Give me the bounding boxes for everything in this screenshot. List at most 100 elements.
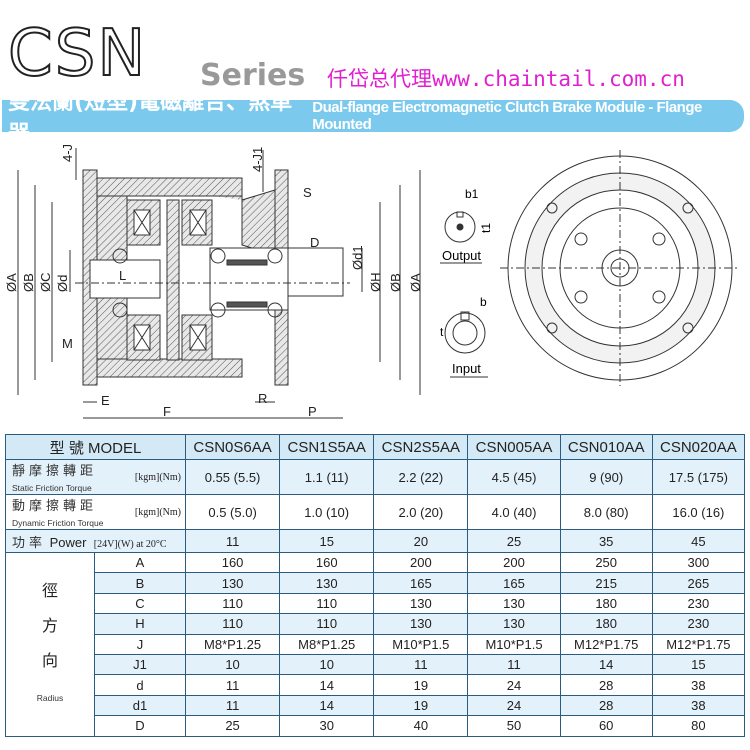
dim-value: 28: [559, 674, 653, 696]
dim-value: M12*P1.75: [559, 633, 653, 655]
static-value: 2.2 (22): [373, 459, 469, 495]
static-value: 9 (90): [559, 459, 653, 495]
dim-value: 230: [651, 613, 746, 635]
dim-value: 60: [559, 715, 653, 737]
dim-key: J1: [94, 653, 186, 676]
model-header: 型 號 MODEL: [5, 434, 186, 460]
series-label: Series: [200, 58, 306, 93]
dim-value: 180: [559, 613, 653, 635]
dim-value: 160: [184, 551, 281, 574]
label-t1: t1: [479, 223, 493, 233]
dim-key: H: [94, 613, 186, 635]
dim-value: 19: [373, 674, 469, 696]
dim-value: M12*P1.75: [651, 633, 746, 655]
dim-value: 28: [559, 694, 653, 717]
agent-text: 仟岱总代理www.chaintail.com.cn: [327, 67, 685, 91]
dim-value: 250: [559, 551, 653, 574]
dynamic-value: 8.0 (80): [559, 494, 653, 530]
label-4j1: 4-J1: [250, 147, 265, 172]
model-name: CSN0S6AA: [184, 434, 281, 460]
label-b1: b1: [465, 187, 479, 201]
output-key-view: [440, 211, 482, 264]
dim-value: 10: [279, 653, 375, 676]
dim-value: 15: [651, 653, 746, 676]
dynamic-value: 0.5 (5.0): [184, 494, 281, 530]
label-d1: Ød1: [350, 245, 365, 270]
static-unit: [kgm](Nm): [134, 471, 181, 483]
radius-zh-char: 徑: [41, 582, 58, 600]
dim-value: 165: [467, 572, 561, 594]
label-4j: 4-J: [60, 144, 75, 162]
dim-value: 30: [279, 715, 375, 737]
dim-value: 130: [279, 572, 375, 594]
dim-value: 130: [373, 613, 469, 635]
input-label: Input: [452, 361, 481, 376]
label-l: L: [119, 268, 126, 283]
static-zh: 靜摩擦轉距: [12, 463, 98, 478]
dim-value: 19: [373, 694, 469, 717]
technical-drawing: 4-J 4-J1 S D Ød1 ØA ØB ØC Ød L ØH ØB ØA …: [4, 144, 740, 419]
dim-value: 130: [373, 592, 469, 615]
label-d-bore: Ød: [55, 275, 70, 292]
title-banner: 雙法蘭(短型)電磁離合、煞車器 Dual-flange Electromagne…: [2, 90, 744, 147]
power-en: Power: [49, 534, 87, 550]
dim-value: 40: [373, 715, 469, 737]
dim-key: A: [94, 551, 186, 574]
label-p: P: [308, 404, 317, 419]
dim-value: 200: [467, 551, 561, 574]
dim-value: M8*P1.25: [184, 633, 281, 655]
dim-value: 24: [467, 674, 561, 696]
model-name: CSN020AA: [651, 434, 746, 460]
dim-value: 25: [184, 715, 281, 737]
static-value: 0.55 (5.5): [184, 459, 281, 495]
power-unit: [24V](W) at 20°C: [93, 538, 167, 550]
dim-value: 130: [467, 613, 561, 635]
power-value: 25: [467, 529, 561, 553]
dim-value: M8*P1.25: [279, 633, 375, 655]
static-value: 17.5 (175): [651, 459, 746, 495]
model-name: CSN010AA: [559, 434, 653, 460]
label-r: R: [258, 391, 267, 406]
static-value: 4.5 (45): [467, 459, 561, 495]
dim-key: B: [94, 572, 186, 594]
dim-value: 38: [651, 694, 746, 717]
radius-zh-char: 方: [41, 617, 58, 635]
dim-value: 165: [373, 572, 469, 594]
input-key-view: [444, 311, 488, 378]
dim-value: M10*P1.5: [373, 633, 469, 655]
dynamic-value: 1.0 (10): [279, 494, 375, 530]
title-zh: 雙法蘭(短型)電磁離合、煞車器: [8, 90, 293, 147]
dim-value: 230: [651, 592, 746, 615]
dim-value: 38: [651, 674, 746, 696]
dim-key: d: [94, 674, 186, 696]
label-b-right: ØB: [388, 273, 403, 292]
dim-value: 160: [279, 551, 375, 574]
dim-value: 265: [651, 572, 746, 594]
dim-value: 130: [467, 592, 561, 615]
power-value: 11: [184, 529, 281, 553]
label-e: E: [101, 393, 110, 408]
dim-value: 110: [184, 592, 281, 615]
label-a-left: ØA: [4, 273, 19, 292]
label-b: b: [480, 295, 487, 309]
label-b-left: ØB: [21, 273, 36, 292]
dim-key: C: [94, 592, 186, 615]
dim-value: 110: [184, 613, 281, 635]
model-name: CSN005AA: [467, 434, 561, 460]
radius-en: Radius: [36, 693, 64, 704]
csn-logo: CSN: [7, 17, 148, 91]
dim-value: M10*P1.5: [467, 633, 561, 655]
model-name: CSN2S5AA: [373, 434, 469, 460]
label-h: ØH: [368, 273, 383, 293]
power-zh: 功率: [12, 534, 47, 550]
label-s: S: [303, 185, 312, 200]
label-t: t: [440, 325, 444, 339]
